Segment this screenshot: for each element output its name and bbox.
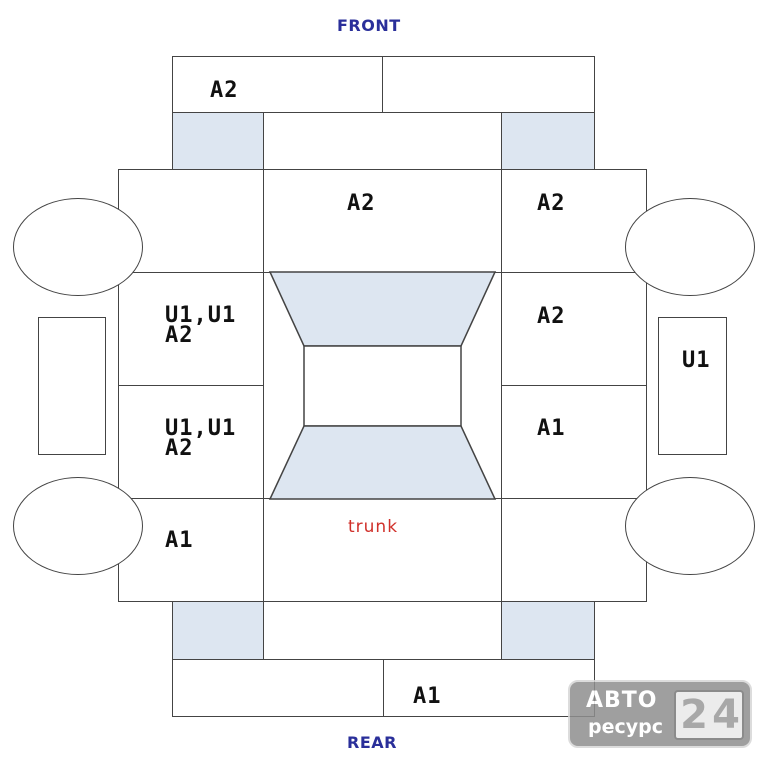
rear-window <box>268 425 497 500</box>
rear-bumper-right-label: A1 <box>413 684 442 709</box>
rear-right-wheel <box>625 477 755 575</box>
watermark-line1: АВТО <box>586 688 658 713</box>
left-mirror <box>38 317 106 455</box>
roof <box>303 345 462 427</box>
rear-left-wheel <box>13 477 143 575</box>
rear-right-taillight <box>501 601 595 660</box>
rear-right-door-label: A1 <box>537 416 566 441</box>
rear-left-quarter <box>118 498 264 602</box>
rear-right-door <box>501 385 647 499</box>
front-left-wheel <box>13 198 143 296</box>
right-mirror <box>658 317 727 455</box>
front-right-wheel <box>625 198 755 296</box>
rear-label: REAR <box>347 733 397 752</box>
rear-panel <box>263 601 502 660</box>
front-right-fender-label: A2 <box>537 191 566 216</box>
rear-bumper-left <box>172 659 384 717</box>
front-left-door <box>118 272 264 386</box>
right-mirror-label: U1 <box>682 348 711 373</box>
watermark-logo: АВТО ресурс 2 4 <box>568 680 752 748</box>
front-bumper-right <box>382 56 595 113</box>
hood-label: A2 <box>347 191 376 216</box>
windshield <box>268 271 497 347</box>
watermark-digit-2: 4 <box>712 692 740 738</box>
front-right-fender <box>501 169 647 273</box>
front-left-door-label: U1,U1 A2 <box>165 303 237 348</box>
front-bumper-left-label: A2 <box>210 78 239 103</box>
rear-left-taillight <box>172 601 264 660</box>
front-label: FRONT <box>337 16 401 35</box>
watermark-digit-1: 2 <box>680 692 708 738</box>
front-right-door-label: A2 <box>537 304 566 329</box>
trunk-label: trunk <box>348 517 399 537</box>
front-right-door <box>501 272 647 386</box>
front-bumper-left <box>172 56 384 113</box>
rear-left-door-label: U1,U1 A2 <box>165 416 237 461</box>
rear-right-quarter <box>501 498 647 602</box>
rear-left-quarter-label: A1 <box>165 528 194 553</box>
watermark-line2: ресурс <box>588 716 663 738</box>
hood <box>263 169 502 273</box>
watermark-digits: 2 4 <box>674 690 744 740</box>
